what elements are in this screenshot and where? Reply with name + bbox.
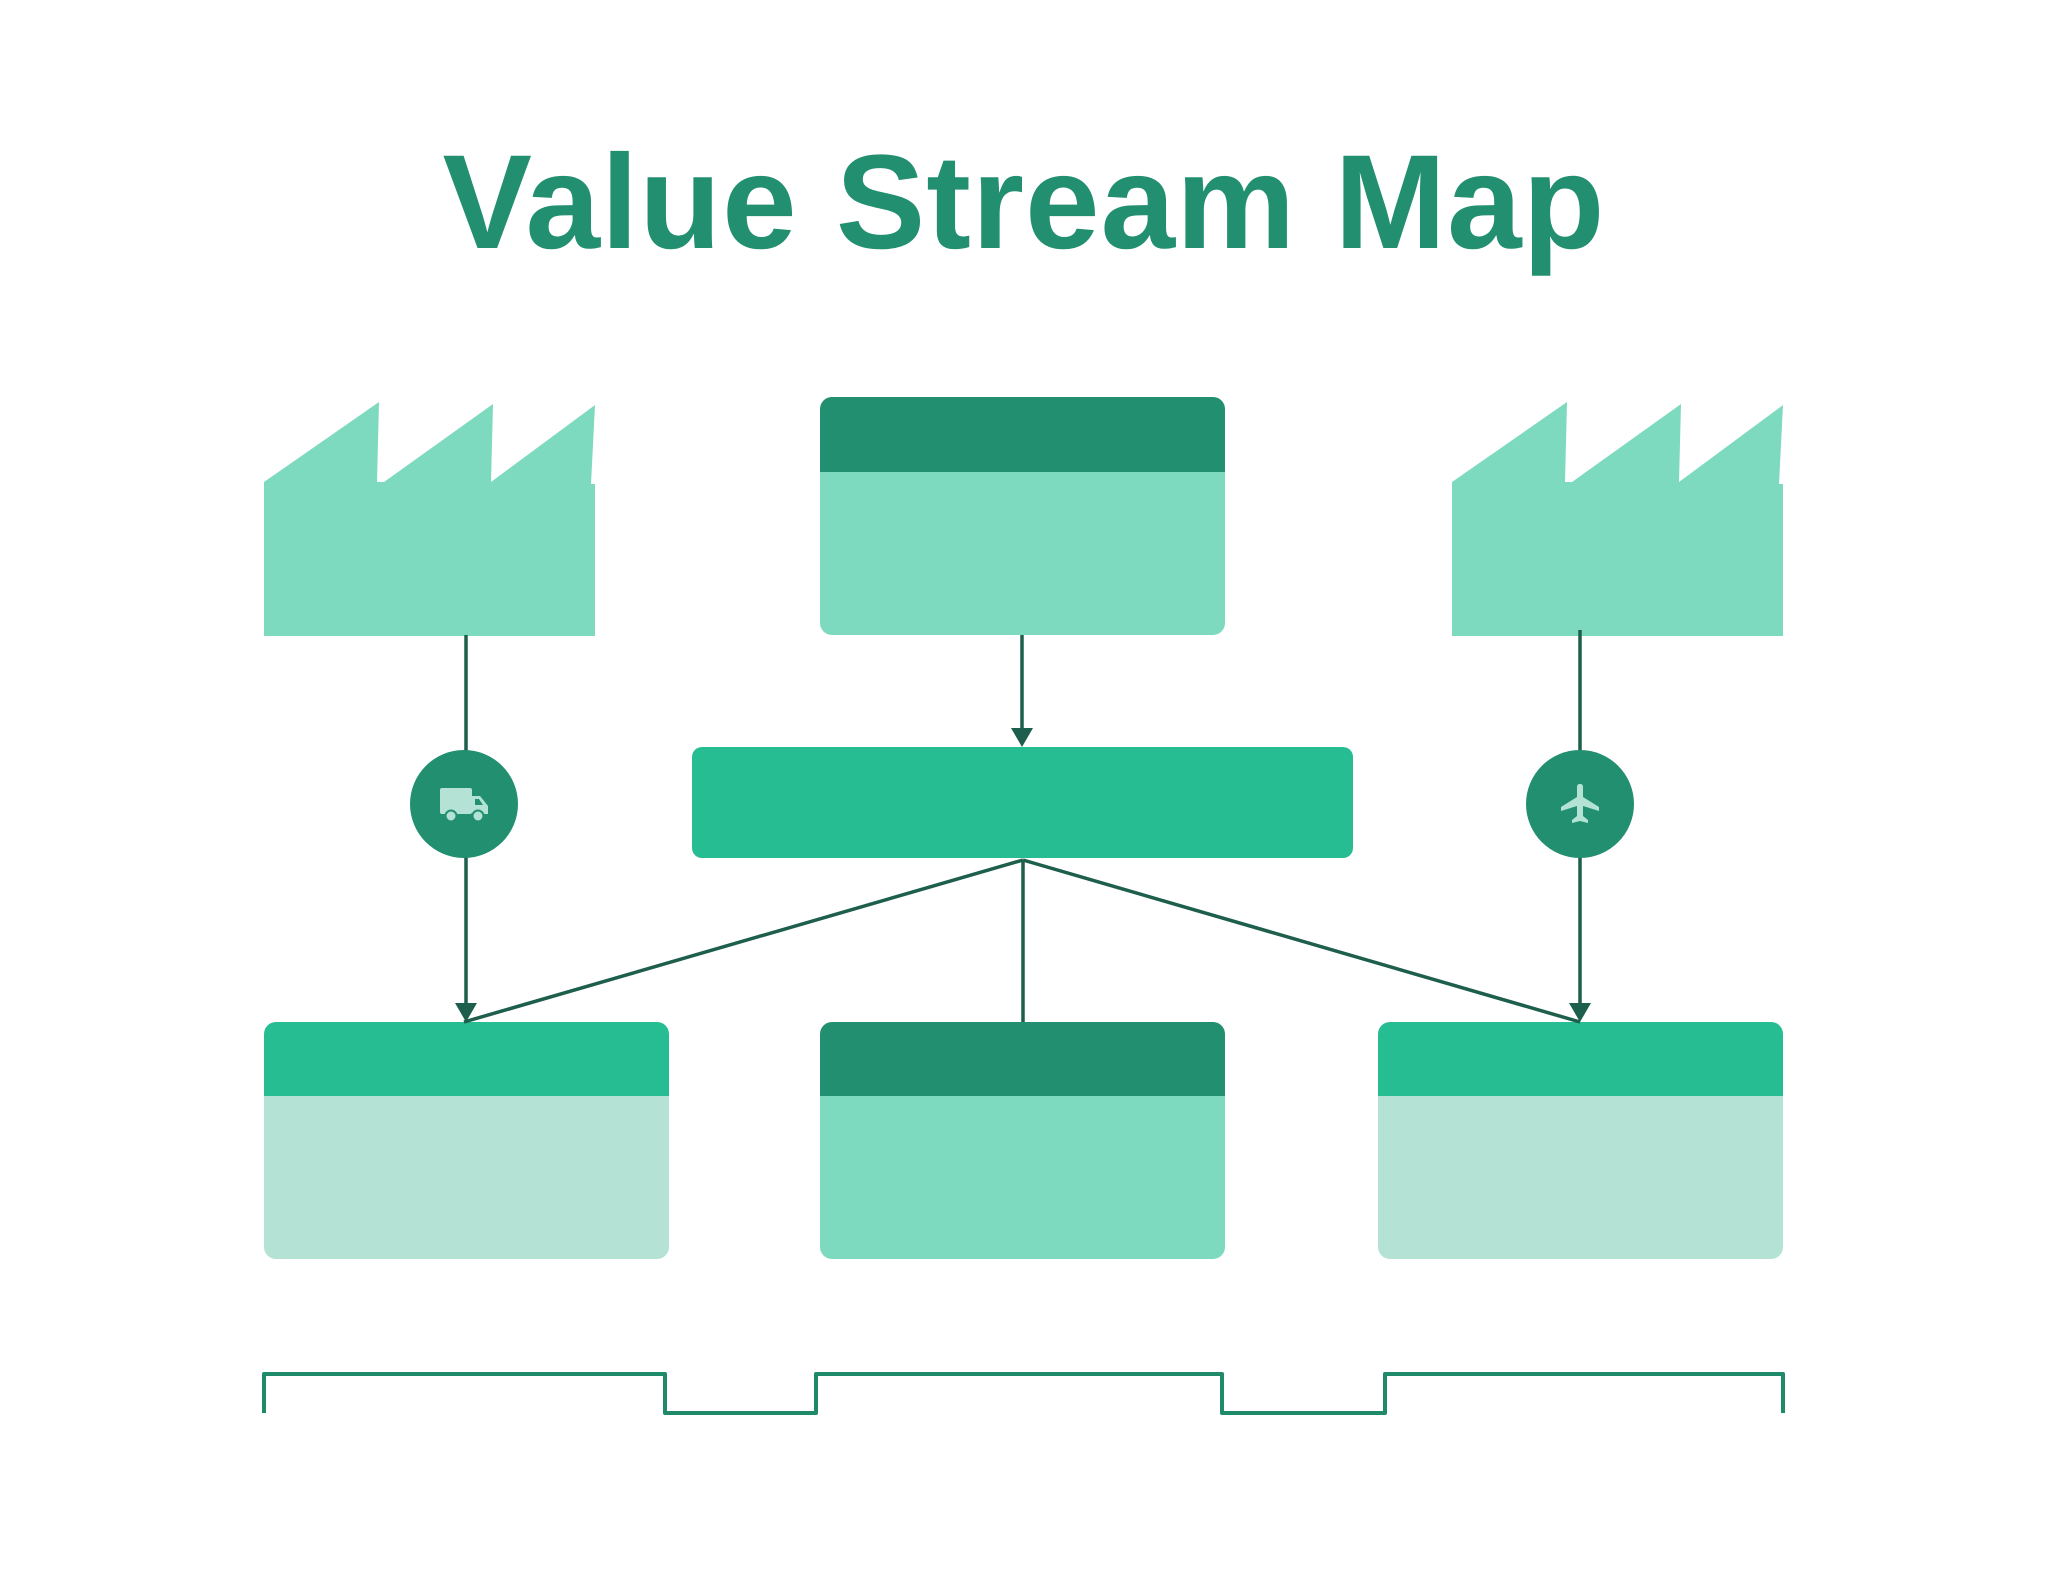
process-1-header <box>264 1022 669 1096</box>
schedule-to-process-3 <box>1022 858 1581 1024</box>
process-box-3[interactable] <box>1378 1022 1783 1259</box>
process-2-body <box>820 1096 1225 1259</box>
process-box-2[interactable] <box>820 1022 1225 1259</box>
supplier-factory-icon <box>264 402 595 636</box>
airplane-icon <box>1561 784 1599 823</box>
process-3-header <box>1378 1022 1783 1096</box>
page-title: Value Stream Map <box>442 128 1606 277</box>
schedule-to-process-1 <box>463 858 1024 1024</box>
truck-shipment-node[interactable] <box>410 750 518 858</box>
scheduling-bar[interactable] <box>692 747 1353 858</box>
process-3-body <box>1378 1096 1783 1259</box>
timeline-ladder <box>262 1372 1785 1415</box>
process-1-body <box>264 1096 669 1259</box>
production-control-header <box>820 397 1225 472</box>
truck-icon <box>440 788 488 823</box>
production-control-body <box>820 472 1225 635</box>
process-2-header <box>820 1022 1225 1096</box>
arrow-head-icon <box>455 1003 477 1022</box>
production-control-box[interactable] <box>820 397 1225 635</box>
air-shipment-node[interactable] <box>1526 750 1634 858</box>
arrow-head-icon <box>1569 1003 1591 1022</box>
arrow-head-icon <box>1011 728 1033 747</box>
customer-factory-icon <box>1452 402 1783 636</box>
process-box-1[interactable] <box>264 1022 669 1259</box>
